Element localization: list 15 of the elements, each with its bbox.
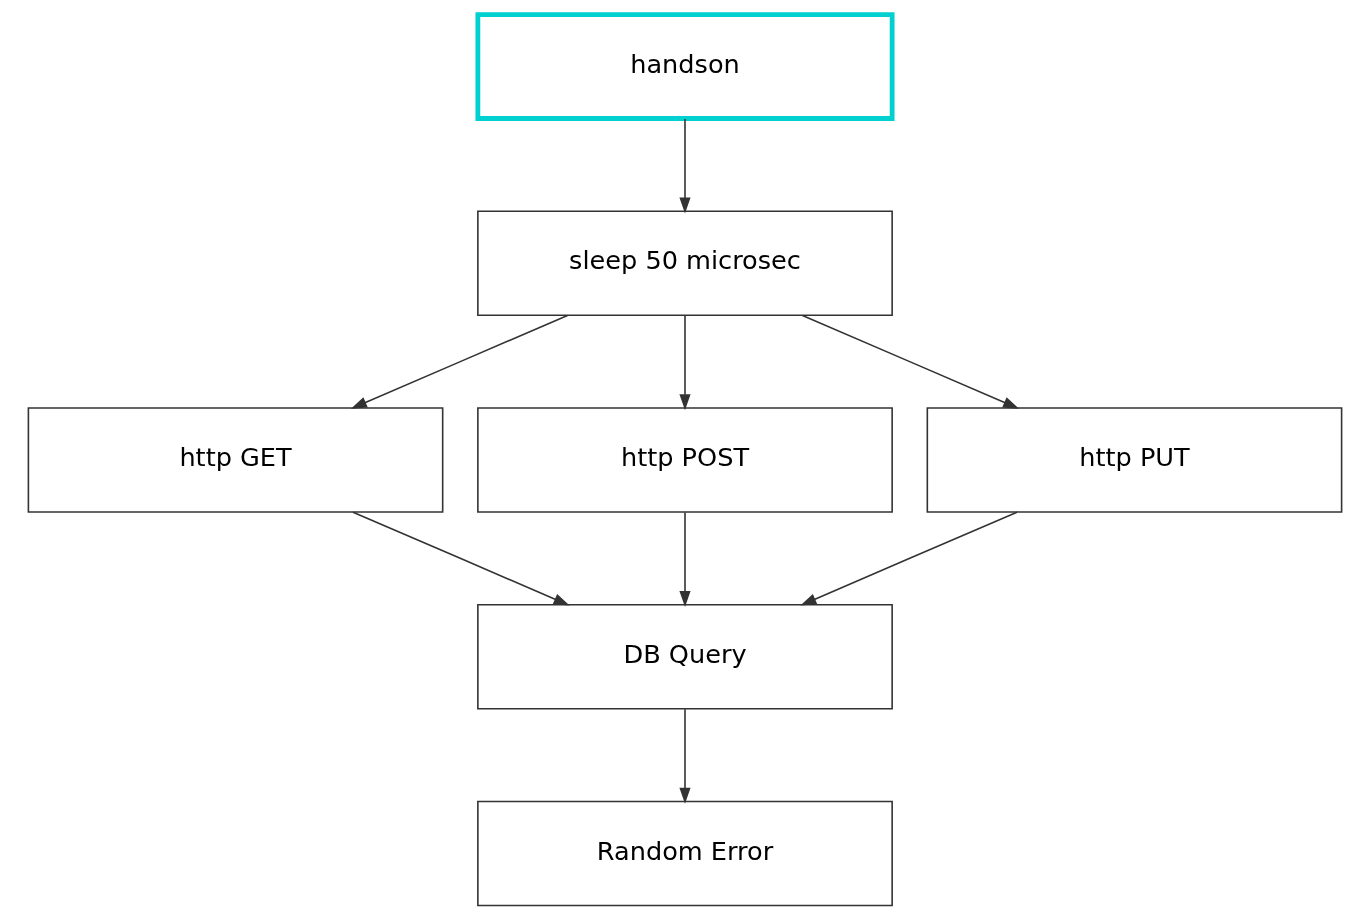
arrow (350, 314, 568, 409)
arrow (799, 511, 1018, 606)
arrow (678, 314, 691, 411)
arrow (678, 511, 691, 608)
node-box: http PUT (926, 407, 1342, 513)
node-box: http GET (27, 407, 443, 513)
node-box: Random Error (476, 800, 893, 907)
node-box: http POST (476, 407, 893, 513)
arrow (801, 314, 1019, 409)
arrow (678, 708, 691, 804)
node-box: handson (474, 12, 895, 121)
node-box: DB Query (476, 603, 893, 710)
arrow (351, 511, 570, 606)
node-box: sleep 50 microsec (476, 210, 893, 317)
arrow (678, 118, 691, 214)
